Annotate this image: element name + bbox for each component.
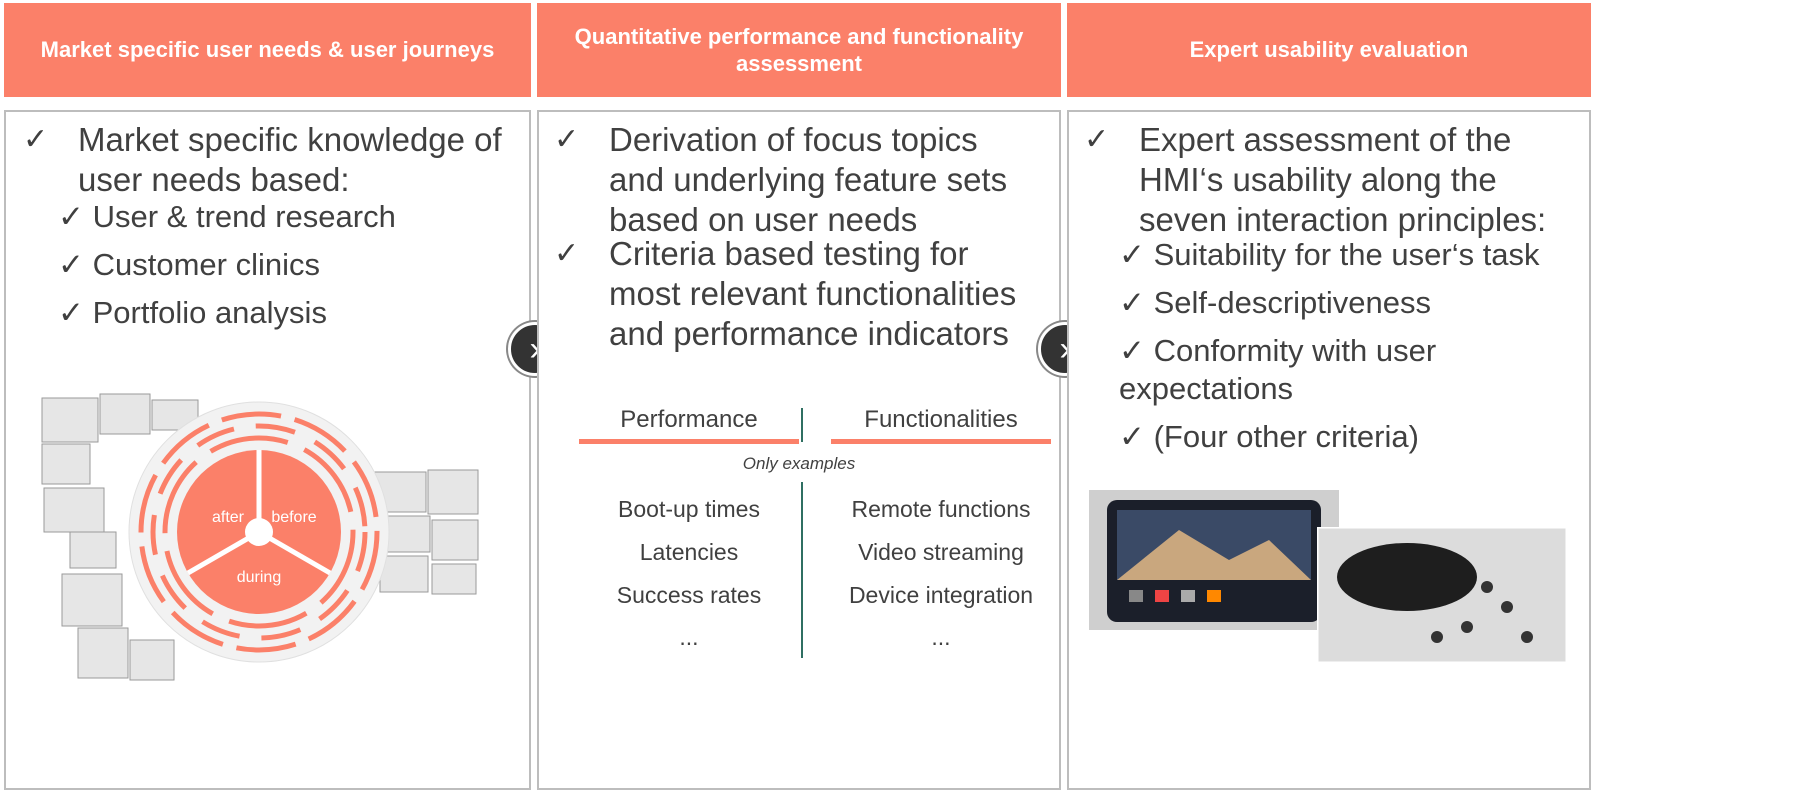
examples-note: Only examples xyxy=(742,454,856,473)
check-icon: ✓ xyxy=(1084,123,1110,156)
user-journey-wheel: after before during xyxy=(128,401,390,663)
subbullet-text: Portfolio analysis xyxy=(92,295,327,330)
bullet-text: Derivation of focus topics and underlyin… xyxy=(609,121,1008,238)
subbullet-text: (Four other criteria) xyxy=(1153,419,1419,454)
check-icon: ✓ xyxy=(58,295,84,330)
check-icon: ✓ xyxy=(554,237,580,270)
functionality-item: Remote functions xyxy=(851,496,1031,522)
underline-functionalities xyxy=(831,439,1051,444)
table-divider xyxy=(801,482,803,658)
storyboard-sketches xyxy=(41,393,479,681)
bullet-text: Criteria based testing for most relevant… xyxy=(609,235,1017,352)
subbullet-other-criteria: ✓ (Four other criteria) xyxy=(1119,418,1419,456)
header-divider xyxy=(801,408,803,442)
subbullet-suitability: ✓ Suitability for the user‘s task xyxy=(1119,236,1540,274)
subbullet-trend-research: ✓ User & trend research xyxy=(58,198,396,236)
panel-performance: ✓ Derivation of focus topics and underly… xyxy=(537,110,1061,790)
bullet-text: Market specific knowledge of user needs … xyxy=(78,121,502,198)
bullet-expert-assessment: ✓ Expert assessment of the HMI‘s usabili… xyxy=(1084,120,1579,240)
panel-user-needs: ✓ Market specific knowledge of user need… xyxy=(4,110,531,790)
bullet-criteria-testing: ✓ Criteria based testing for most releva… xyxy=(554,234,1049,354)
performance-item: ... xyxy=(679,624,699,650)
hmi-screen-photo xyxy=(1089,490,1339,630)
subbullet-customer-clinics: ✓ Customer clinics xyxy=(58,246,320,284)
check-icon: ✓ xyxy=(554,123,580,156)
table-header-functionalities: Functionalities xyxy=(864,406,1018,433)
panel-usability: ✓ Expert assessment of the HMI‘s usabili… xyxy=(1067,110,1591,790)
subbullet-text: Self-descriptiveness xyxy=(1153,285,1432,320)
subbullet-conformity: ✓ Conformity with user expectations xyxy=(1119,332,1449,408)
bullet-market-knowledge: ✓ Market specific knowledge of user need… xyxy=(23,120,508,200)
performance-item: Boot-up times xyxy=(618,496,760,522)
check-icon: ✓ xyxy=(58,247,84,282)
subbullet-text: Suitability for the user‘s task xyxy=(1153,237,1540,272)
table-header-performance: Performance xyxy=(620,406,758,433)
check-icon: ✓ xyxy=(23,123,49,156)
functionality-item: Device integration xyxy=(848,582,1034,608)
performance-item: Latencies xyxy=(639,539,739,565)
column-header-user-needs: Market specific user needs & user journe… xyxy=(4,3,531,97)
performance-item: Success rates xyxy=(616,582,762,608)
bullet-focus-topics: ✓ Derivation of focus topics and underly… xyxy=(554,120,1039,240)
car-evaluation-photo xyxy=(1317,527,1567,663)
column-header-usability: Expert usability evaluation xyxy=(1067,3,1591,97)
check-icon: ✓ xyxy=(1119,419,1145,454)
wheel-segment-after: after xyxy=(212,509,245,526)
subbullet-text: User & trend research xyxy=(92,199,396,234)
functionality-item: Video streaming xyxy=(858,539,1024,565)
subbullet-text: Conformity with user expectations xyxy=(1119,333,1437,406)
subbullet-portfolio-analysis: ✓ Portfolio analysis xyxy=(58,294,327,332)
underline-performance xyxy=(579,439,799,444)
bullet-text: Expert assessment of the HMI‘s usability… xyxy=(1139,121,1547,238)
check-icon: ✓ xyxy=(1119,237,1145,272)
column-header-performance: Quantitative performance and functionali… xyxy=(537,3,1061,97)
check-icon: ✓ xyxy=(1119,285,1145,320)
subbullet-text: Customer clinics xyxy=(92,247,320,282)
check-icon: ✓ xyxy=(58,199,84,234)
check-icon: ✓ xyxy=(1119,333,1145,368)
wheel-segment-during: during xyxy=(237,569,281,586)
subbullet-self-descriptiveness: ✓ Self-descriptiveness xyxy=(1119,284,1431,322)
wheel-segment-before: before xyxy=(271,509,316,526)
functionality-item: ... xyxy=(931,624,951,650)
